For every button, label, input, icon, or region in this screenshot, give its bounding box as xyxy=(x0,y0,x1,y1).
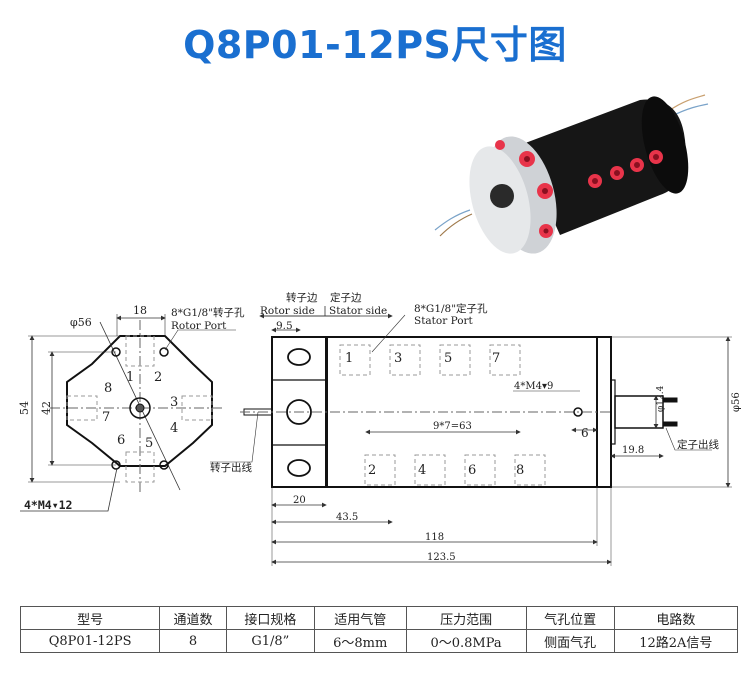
header-cell: 适用气管 xyxy=(313,606,407,630)
dim-6: 6 xyxy=(581,426,589,440)
port-number: 4 xyxy=(418,463,426,478)
table-row: Q8P01-12PS 8 G1/8” 6～8mm 0～0.8MPa 侧面气孔 1… xyxy=(19,629,739,653)
dim-123-5: 123.5 xyxy=(427,552,456,563)
spec-table: 型号 通道数 接口规格 适用气管 压力范围 气孔位置 电路数 Q8P01-12P… xyxy=(19,606,739,653)
port-number: 3 xyxy=(170,395,178,410)
port-number: 8 xyxy=(104,381,112,396)
table-cell: Q8P01-12PS xyxy=(19,629,161,653)
table-cell: G1/8” xyxy=(225,629,315,653)
header-cell: 压力范围 xyxy=(405,606,527,630)
table-cell: 12路2A信号 xyxy=(613,629,739,653)
header-cell: 通道数 xyxy=(159,606,227,630)
dim-12-4: φ12.4 xyxy=(656,385,666,412)
dim-56: φ56 xyxy=(731,392,742,412)
front-width-label: 18 xyxy=(133,304,147,317)
header-cell: 气孔位置 xyxy=(525,606,615,630)
header-cell: 型号 xyxy=(19,606,161,630)
port-number: 5 xyxy=(145,436,153,451)
front-screw-note: 4*M4▾12 xyxy=(24,498,72,512)
table-cell: 6～8mm xyxy=(313,629,407,653)
dim-43-5: 43.5 xyxy=(336,512,358,523)
front-diameter-label: φ56 xyxy=(70,316,92,329)
dim-118: 118 xyxy=(425,532,444,543)
port-number: 4 xyxy=(170,421,178,436)
dim-pitch: 9*7=63 xyxy=(433,421,472,432)
stator-wire-out: 定子出线 xyxy=(677,438,719,451)
dim-20: 20 xyxy=(293,495,306,506)
dim-9-5: 9.5 xyxy=(276,320,293,332)
stator-port-note-cn: 8*G1/8"定子孔 xyxy=(414,302,488,315)
port-number: 3 xyxy=(394,351,402,366)
rotor-side-cn: 转子边 xyxy=(286,291,318,304)
page-title: Q8P01-12PS尺寸图 xyxy=(183,23,567,67)
dim-19-8: 19.8 xyxy=(622,445,644,456)
stator-side-en: Stator side xyxy=(329,305,387,317)
port-number: 6 xyxy=(117,433,125,448)
port-number: 7 xyxy=(102,410,110,425)
rotor-wire-out: 转子出线 xyxy=(210,461,252,474)
port-number: 8 xyxy=(516,463,524,478)
port-number: 1 xyxy=(126,370,134,385)
port-number: 6 xyxy=(468,463,476,478)
port-number: 7 xyxy=(492,351,500,366)
side-view xyxy=(210,306,732,566)
port-number: 2 xyxy=(368,463,376,478)
rotor-port-note-cn: 8*G1/8"转子孔 xyxy=(171,306,245,319)
table-cell: 0～0.8MPa xyxy=(405,629,527,653)
header-cell: 电路数 xyxy=(613,606,739,630)
rotor-port-note-en: Rotor Port xyxy=(171,320,227,332)
front-height-inner: 42 xyxy=(40,401,53,415)
rotor-side-en: Rotor side xyxy=(260,305,315,317)
port-number: 1 xyxy=(345,351,353,366)
port-number: 2 xyxy=(154,370,162,385)
header-cell: 接口规格 xyxy=(225,606,315,630)
product-image xyxy=(434,94,709,254)
front-height-outer: 54 xyxy=(18,401,31,415)
stator-side-cn: 定子边 xyxy=(330,291,362,304)
table-cell: 侧面气孔 xyxy=(525,629,615,653)
table-cell: 8 xyxy=(159,629,227,653)
stator-port-note-en: Stator Port xyxy=(414,315,474,327)
table-header-row: 型号 通道数 接口规格 适用气管 压力范围 气孔位置 电路数 xyxy=(19,606,739,630)
side-screw-note: 4*M4▾9 xyxy=(514,381,553,392)
front-view xyxy=(20,314,236,512)
port-number: 5 xyxy=(444,351,452,366)
